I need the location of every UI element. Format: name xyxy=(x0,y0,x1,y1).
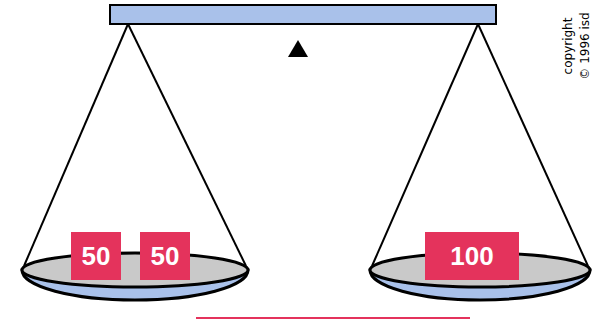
rope xyxy=(372,24,478,266)
weight-block: 100 xyxy=(425,232,519,280)
weight-block: 50 xyxy=(140,232,190,280)
rope xyxy=(24,24,128,266)
weight-value: 100 xyxy=(450,243,493,269)
beam xyxy=(110,5,496,24)
weight-value: 50 xyxy=(151,243,180,269)
weight-block: 50 xyxy=(71,232,121,280)
copyright-note: © 1996 isd xyxy=(579,12,591,79)
pan-rim xyxy=(22,253,248,287)
fulcrum xyxy=(288,40,308,57)
weight-value: 50 xyxy=(82,243,111,269)
underline-rule xyxy=(196,317,470,319)
rope xyxy=(128,24,246,266)
copyright-note: copyright xyxy=(562,18,574,75)
